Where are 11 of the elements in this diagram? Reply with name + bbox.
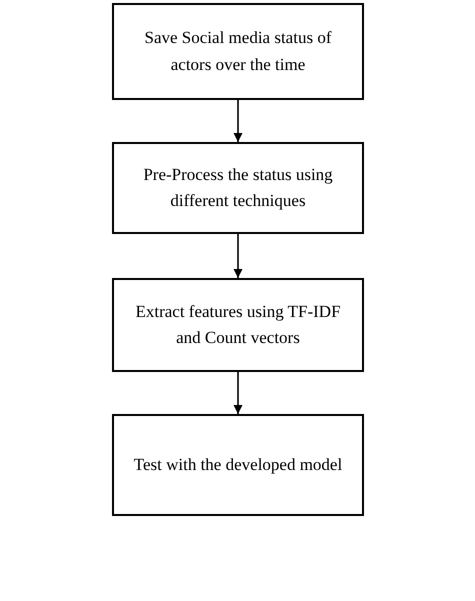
- process-box: [112, 414, 364, 516]
- arrow: [234, 100, 242, 142]
- step-text: Extract features using TF-IDF and Count vectors: [134, 300, 342, 349]
- arrow: [234, 372, 242, 414]
- step-text: Save Social media status of actors over the time: [144, 27, 332, 76]
- step-text: Pre-Process the status using different techniques: [142, 164, 334, 212]
- arrow: [234, 234, 242, 278]
- process-box: [112, 3, 364, 100]
- process-box: [112, 142, 364, 234]
- step-text: Test with the developed model: [134, 454, 342, 476]
- process-box: [112, 278, 364, 372]
